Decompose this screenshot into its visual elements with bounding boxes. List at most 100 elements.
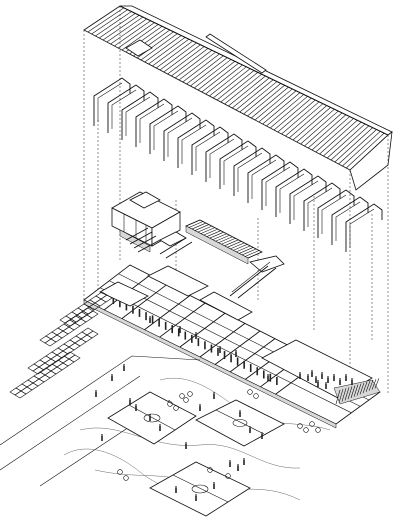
roof-rib [334,127,373,163]
person-head [351,378,353,380]
roof-rib [330,125,370,161]
roof-rib [118,22,155,49]
mezzanine-ramp [229,255,285,299]
parking-bay [75,331,88,340]
bridge-hatch-line [209,231,224,239]
parking-bay [74,318,87,327]
person [315,378,317,383]
truss-inner [321,194,347,234]
person [229,462,231,467]
person-head [299,372,301,374]
roof-rib [228,75,266,107]
roof-rib [102,14,140,41]
person-head [345,374,347,376]
truss [219,140,257,189]
person-head [339,378,341,380]
column [262,370,265,379]
person-head [317,380,319,382]
hatch-line [341,388,347,402]
column [151,315,154,324]
person [235,352,237,357]
person [213,484,215,489]
person [195,496,197,501]
roof-rib [289,105,327,139]
truss-inner [125,96,151,136]
roof-rib [197,61,236,91]
parking-bay [100,294,113,303]
person-head [267,374,269,376]
person-head [325,382,327,384]
parking-bay [44,370,57,379]
tree [123,475,129,481]
parking-bay [81,327,94,336]
person-head [199,404,201,406]
truss-inner [251,159,277,199]
person-head [235,350,237,352]
bridge-hatch-line [227,241,242,248]
roof-rib [87,7,124,33]
person [239,412,241,417]
hatch-line [335,389,341,405]
column [249,363,252,372]
person-head [321,372,323,374]
landscape-path-1 [79,427,301,469]
person-head [333,374,335,376]
bridge-hatch-line [200,227,215,234]
mezzanine-stair-block [111,191,181,253]
roof-rib [235,79,274,111]
bridge-hatch-line [239,247,254,254]
parking-bay [74,338,87,347]
person [129,400,131,405]
tree [247,389,253,395]
column [243,360,245,369]
truss-inner [265,166,291,206]
person [261,434,263,439]
parking-bay [38,374,51,383]
truss [177,119,215,168]
person [199,406,201,411]
roof-skylight-strip [205,33,267,74]
roof-rib [190,57,228,87]
roof-rib [308,114,347,149]
parking-bay [56,362,69,371]
person-head [315,376,317,378]
front-wall [83,299,337,429]
roof-rib [171,48,209,77]
hatch-line [368,379,374,391]
truss [191,126,229,175]
truss [345,203,383,252]
person-head [213,482,215,484]
parking-bay [33,359,46,368]
roof-rib [95,11,132,37]
person [149,318,151,323]
person-head [159,424,161,426]
hatch-line [356,383,362,396]
person-head [229,460,231,462]
column [177,328,180,337]
person [321,374,323,379]
person-head [243,458,245,460]
roof-rib [144,35,182,63]
column [138,308,141,317]
bridge-hatch-line [206,230,221,237]
bridge-hatch-line [244,250,260,257]
person-head [149,414,151,416]
column [125,302,128,311]
person [317,382,319,387]
parking-bay [50,334,63,343]
tree [117,469,123,475]
hatch-line [362,381,368,394]
roof-rib [201,62,239,93]
roof-rib [338,129,377,165]
bridge-hatch-line [188,221,204,228]
person-head [261,432,263,434]
truss-inner [279,173,305,213]
courtyard-hatch-lines [335,378,380,405]
roof-rib [304,112,343,147]
parking-bay [68,342,81,351]
parking-bay [59,315,72,324]
parking-bay [26,382,39,391]
roof-rib [159,42,197,71]
tree [167,401,173,407]
parking-bay [71,307,84,316]
